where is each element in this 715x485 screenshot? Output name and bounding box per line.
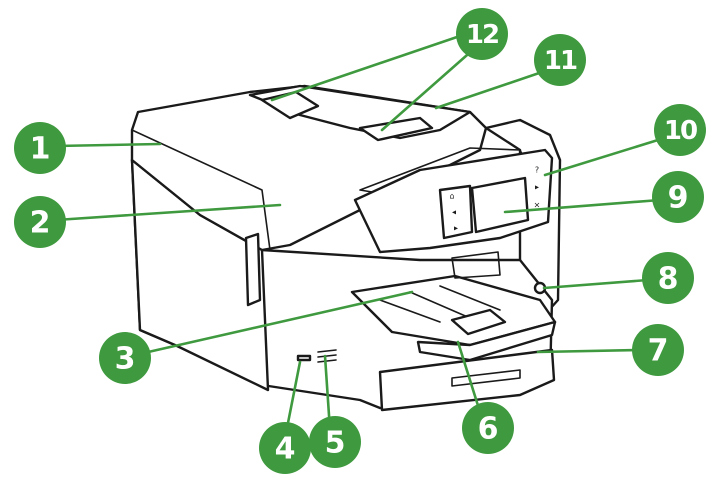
forward-icon[interactable]: ▸ <box>454 224 458 233</box>
callout-4: 4 <box>259 422 311 474</box>
output-tray-ridges <box>379 285 501 323</box>
svg-text:10: 10 <box>664 116 697 146</box>
lid-front-edge <box>131 129 271 251</box>
leader-lines <box>54 34 662 432</box>
start-icon[interactable]: ▸ <box>535 183 539 192</box>
leader-10 <box>543 138 660 177</box>
home-icon[interactable]: ⌂ <box>449 192 454 201</box>
printer-body: ⌂ ◂ ▸ ? ▸ × <box>130 84 562 412</box>
callout-9: 9 <box>652 171 704 223</box>
svg-text:8: 8 <box>658 262 679 297</box>
touch-screen <box>470 176 530 234</box>
leader-1 <box>54 142 162 148</box>
output-tray-extender <box>450 308 507 336</box>
callout-8: 8 <box>642 252 694 304</box>
svg-text:12: 12 <box>466 20 498 50</box>
input-tray <box>378 348 556 412</box>
svg-text:2: 2 <box>30 206 51 241</box>
leader-11 <box>434 68 550 110</box>
svg-text:6: 6 <box>478 412 499 447</box>
input-tray-handle <box>451 369 521 387</box>
leader-4 <box>285 360 302 430</box>
help-icon[interactable]: ? <box>535 166 539 175</box>
output-slot <box>451 251 501 279</box>
svg-text:1: 1 <box>30 132 51 167</box>
front-door-handle <box>244 232 262 307</box>
leader-3 <box>133 290 414 357</box>
adf-paper-stop <box>358 116 434 142</box>
svg-text:11: 11 <box>544 46 577 76</box>
callout-6: 6 <box>462 402 514 454</box>
callout-5: 5 <box>309 416 361 468</box>
callout-12: 12 <box>456 8 508 60</box>
leader-2 <box>54 203 282 222</box>
usb-port <box>296 354 312 362</box>
callout-3: 3 <box>99 332 151 384</box>
leader-9 <box>503 198 662 214</box>
svg-text:3: 3 <box>115 342 136 377</box>
svg-text:4: 4 <box>275 432 296 467</box>
callout-10: 10 <box>654 104 706 156</box>
callout-7: 7 <box>632 324 684 376</box>
left-panel-buttons <box>438 184 474 240</box>
svg-text:7: 7 <box>648 334 669 369</box>
cancel-icon[interactable]: × <box>534 201 541 210</box>
callout-11: 11 <box>534 34 586 86</box>
callout-1: 1 <box>14 122 66 174</box>
callout-2: 2 <box>14 196 66 248</box>
memory-card-slots <box>317 349 337 363</box>
back-icon[interactable]: ◂ <box>452 208 456 217</box>
output-tray-lip <box>416 320 557 362</box>
leader-8 <box>542 278 650 290</box>
leader-6 <box>456 340 482 414</box>
svg-text:5: 5 <box>325 426 346 461</box>
leader-12b <box>380 46 477 132</box>
leader-7 <box>536 348 640 354</box>
leader-12a <box>270 34 462 102</box>
svg-text:9: 9 <box>668 181 689 216</box>
